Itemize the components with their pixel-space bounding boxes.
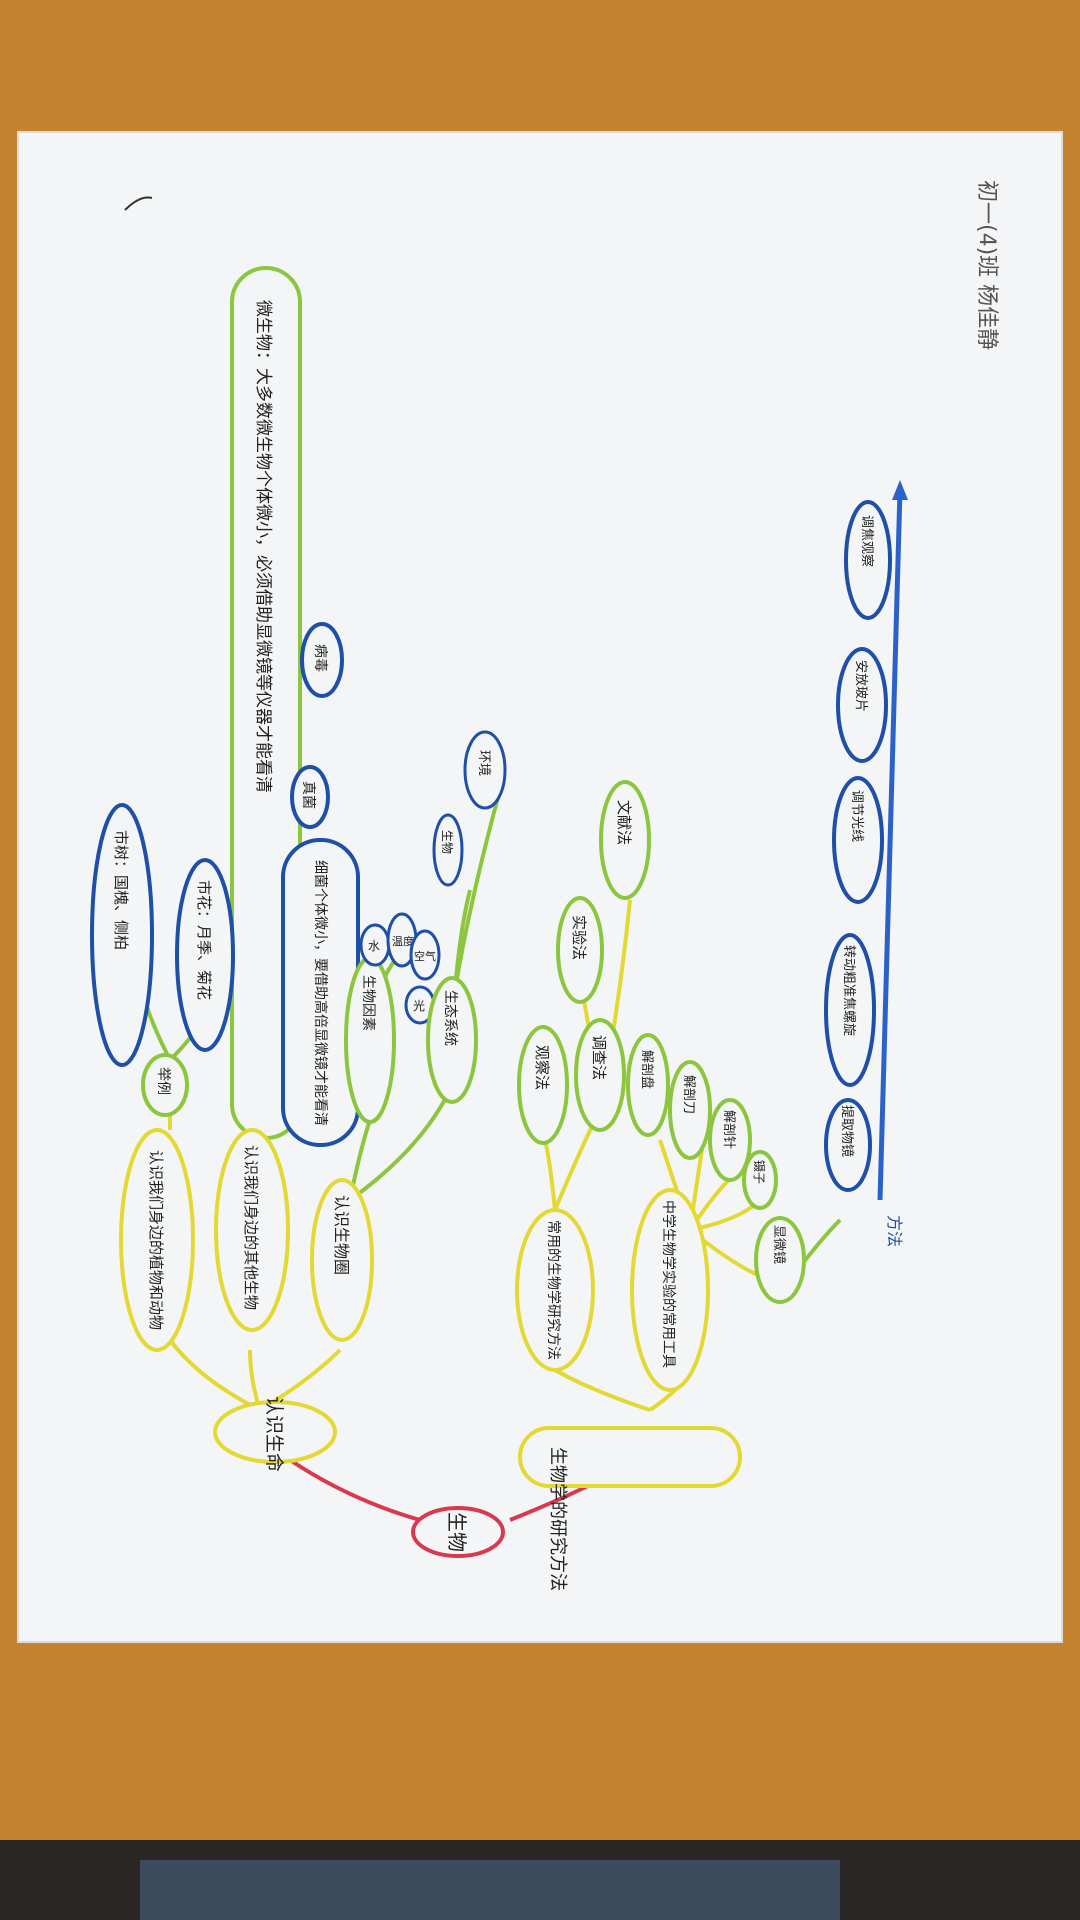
examples-label: 举例 [155, 1067, 171, 1095]
tool-knife-label: 解剖刀 [681, 1075, 696, 1114]
common-methods-label: 常用的生物学研究方法 [545, 1220, 561, 1360]
method-literature-label: 文献法 [615, 800, 633, 845]
method-survey-label: 调查法 [590, 1035, 608, 1080]
virus-node: 病毒 [300, 622, 344, 698]
procedure-step-1: 提取物镜 [824, 1098, 872, 1192]
factors-node: 生物因素 [344, 956, 396, 1124]
procedure-step-5-label: 调焦观察 [859, 515, 874, 567]
procedure-step-1-label: 提取物镜 [839, 1105, 855, 1157]
branch-method-node: 生物学的研究方法 [518, 1426, 742, 1591]
common-methods-node: 常用的生物学研究方法 [515, 1208, 595, 1372]
pen-mark [124, 196, 153, 211]
microbes-label: 微生物：大多数微生物个体微小，必须借助显微镜等仪器才能看清 [253, 300, 273, 793]
tool-tray-label: 解剖盘 [639, 1050, 655, 1089]
tools-label: 中学生物学实验的常用工具 [660, 1200, 676, 1368]
tool-microscope: 显微镜 [754, 1216, 806, 1304]
life-child-0-label: 认识我们身边的植物和动物 [147, 1150, 165, 1330]
life-child-plants-animals: 认识我们身边的植物和动物 [119, 1128, 195, 1352]
tool-needle-label: 解剖针 [721, 1110, 736, 1149]
procedure-label: 方法 [885, 1215, 904, 1247]
factor-light-label: 光 [413, 999, 425, 1013]
method-observe-label: 观察法 [533, 1045, 551, 1090]
class-name-text: 初一(4)班 杨佳静 [974, 180, 999, 350]
paper-sheet [17, 131, 1063, 1643]
fungi-label: 真菌 [300, 781, 316, 809]
fungi-node: 真菌 [290, 765, 330, 829]
factor-water: 水 [359, 923, 391, 967]
factor-water-label: 水 [368, 939, 380, 953]
eco-environment-label: 环境 [476, 750, 491, 776]
procedure-step-3-label: 调节光线 [849, 790, 864, 842]
examples-node: 举例 [141, 1053, 189, 1117]
city-flower-label: 市花：月季、菊花 [195, 880, 213, 1000]
branch-life-label: 认识生命 [263, 1396, 285, 1472]
tool-knife: 解剖刀 [668, 1060, 712, 1160]
eco-organisms-label: 生物 [440, 830, 454, 854]
factor-air-label: 空气 [414, 949, 436, 963]
branch-method-label: 生物学的研究方法 [547, 1447, 568, 1591]
city-tree-label: 市树：国槐、侧柏 [112, 830, 130, 950]
factors-label: 生物因素 [360, 975, 376, 1031]
method-experiment-label: 实验法 [570, 915, 588, 960]
procedure-step-4-label: 安放玻片 [853, 660, 868, 712]
method-literature: 文献法 [599, 780, 651, 900]
eco-environment: 环境 [463, 730, 507, 810]
tools-node: 中学生物学实验的常用工具 [630, 1188, 710, 1392]
microbes-detail-label: 细菌个体微小，要借助高倍显微镜才能看清 [312, 860, 329, 1126]
cloth-bottom [140, 1860, 840, 1920]
method-experiment: 实验法 [556, 896, 604, 1004]
procedure-step-4: 安放玻片 [836, 647, 888, 763]
factor-air: 空气 [409, 929, 441, 981]
procedure-step-2-label: 转动粗准焦螺旋 [841, 945, 856, 1036]
ecosystem-label: 生态系统 [442, 990, 458, 1046]
eco-organisms: 生物 [432, 813, 464, 887]
procedure-arrow: 方法 [877, 480, 908, 1247]
tool-tray: 解剖盘 [626, 1033, 670, 1137]
life-child-1-label: 认识我们身边的其他生物 [242, 1145, 260, 1310]
city-tree-node: 市树：国槐、侧柏 [90, 803, 154, 1067]
factor-temperature-label: 温度 [392, 934, 414, 948]
tool-microscope-label: 显微镜 [771, 1225, 786, 1264]
tool-tweezers-label: 镊子 [752, 1160, 766, 1184]
life-child-other: 认识我们身边的其他生物 [214, 1128, 290, 1332]
method-observe: 观察法 [517, 1025, 569, 1145]
header: 初一(4)班 杨佳静 [974, 180, 999, 350]
procedure-step-2: 转动粗准焦螺旋 [824, 933, 876, 1087]
city-flower-node: 市花：月季、菊花 [175, 858, 235, 1052]
ecosystem-node: 生态系统 [426, 976, 478, 1104]
root-node: 生物 [411, 1506, 505, 1558]
tool-tweezers: 镊子 [742, 1150, 778, 1210]
life-child-2-label: 认识生物圈 [332, 1195, 351, 1275]
tool-needle: 解剖针 [708, 1098, 752, 1182]
microbes-detail-node: 细菌个体微小，要借助高倍显微镜才能看清 [281, 838, 360, 1147]
procedure-step-5: 调焦观察 [844, 500, 892, 620]
root-label: 生物 [445, 1512, 469, 1552]
branch-life-node: 认识生命 [213, 1396, 337, 1472]
procedure-step-3: 调节光线 [832, 776, 884, 904]
method-survey: 调查法 [574, 1018, 626, 1132]
life-child-biosphere: 认识生物圈 [310, 1178, 374, 1342]
virus-label: 病毒 [312, 644, 328, 672]
